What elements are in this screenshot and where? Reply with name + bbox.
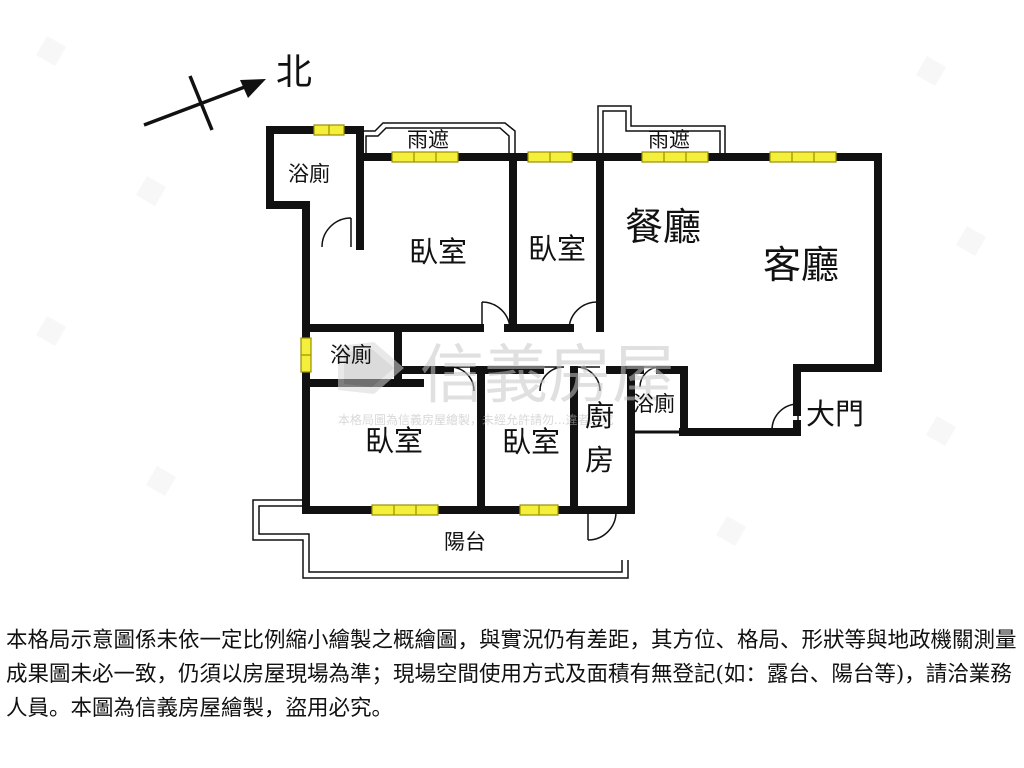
label-living: 客廳 [763,243,839,287]
room-labels: 浴廁 雨遮 雨遮 臥室 臥室 餐廳 客廳 浴廁 臥室 臥室 廚 房 浴廁 大門 … [288,128,864,554]
label-bedroom-2: 臥室 [528,232,586,266]
wall-thin-segments [358,246,683,434]
canopy-right [597,105,726,157]
doors [321,217,799,541]
floor-plan-drawing: 北 [35,35,987,579]
brand-watermark: 信義房屋 本格局圖為信義房屋繪製，未經允許請勿...違者必究 [338,339,676,427]
north-label: 北 [276,52,312,93]
walls [266,126,882,514]
label-bath-middle: 浴廁 [330,343,372,367]
label-bath-right: 浴廁 [633,392,675,416]
label-dining: 餐廳 [625,205,701,249]
label-bedroom-3: 臥室 [365,424,423,458]
watermark-note: 本格局圖為信義房屋繪製，未經允許請勿...違者必究 [338,412,613,427]
label-kitchen-1: 廚 [585,399,614,433]
label-canopy-left: 雨遮 [407,128,449,152]
brand-logo-icon [338,342,404,394]
label-kitchen-2: 房 [585,443,614,477]
background-watermark-pattern [35,35,987,547]
label-bedroom-4: 臥室 [502,425,560,459]
windows [300,124,837,516]
north-arrow: 北 [143,52,312,131]
label-main-door: 大門 [806,397,864,431]
brand-watermark-text: 信義房屋 [420,339,676,413]
label-balcony: 陽台 [444,530,486,554]
floor-plan: 北 [35,35,987,579]
balcony-outline [252,499,629,579]
label-canopy-right: 雨遮 [648,128,690,152]
label-bath-top-left: 浴廁 [288,162,330,186]
disclaimer-text: 本格局示意圖係未依一定比例縮小繪製之概繪圖，與實況仍有差距，其方位、格局、形狀等… [6,628,1017,721]
label-bedroom-1: 臥室 [409,235,467,269]
